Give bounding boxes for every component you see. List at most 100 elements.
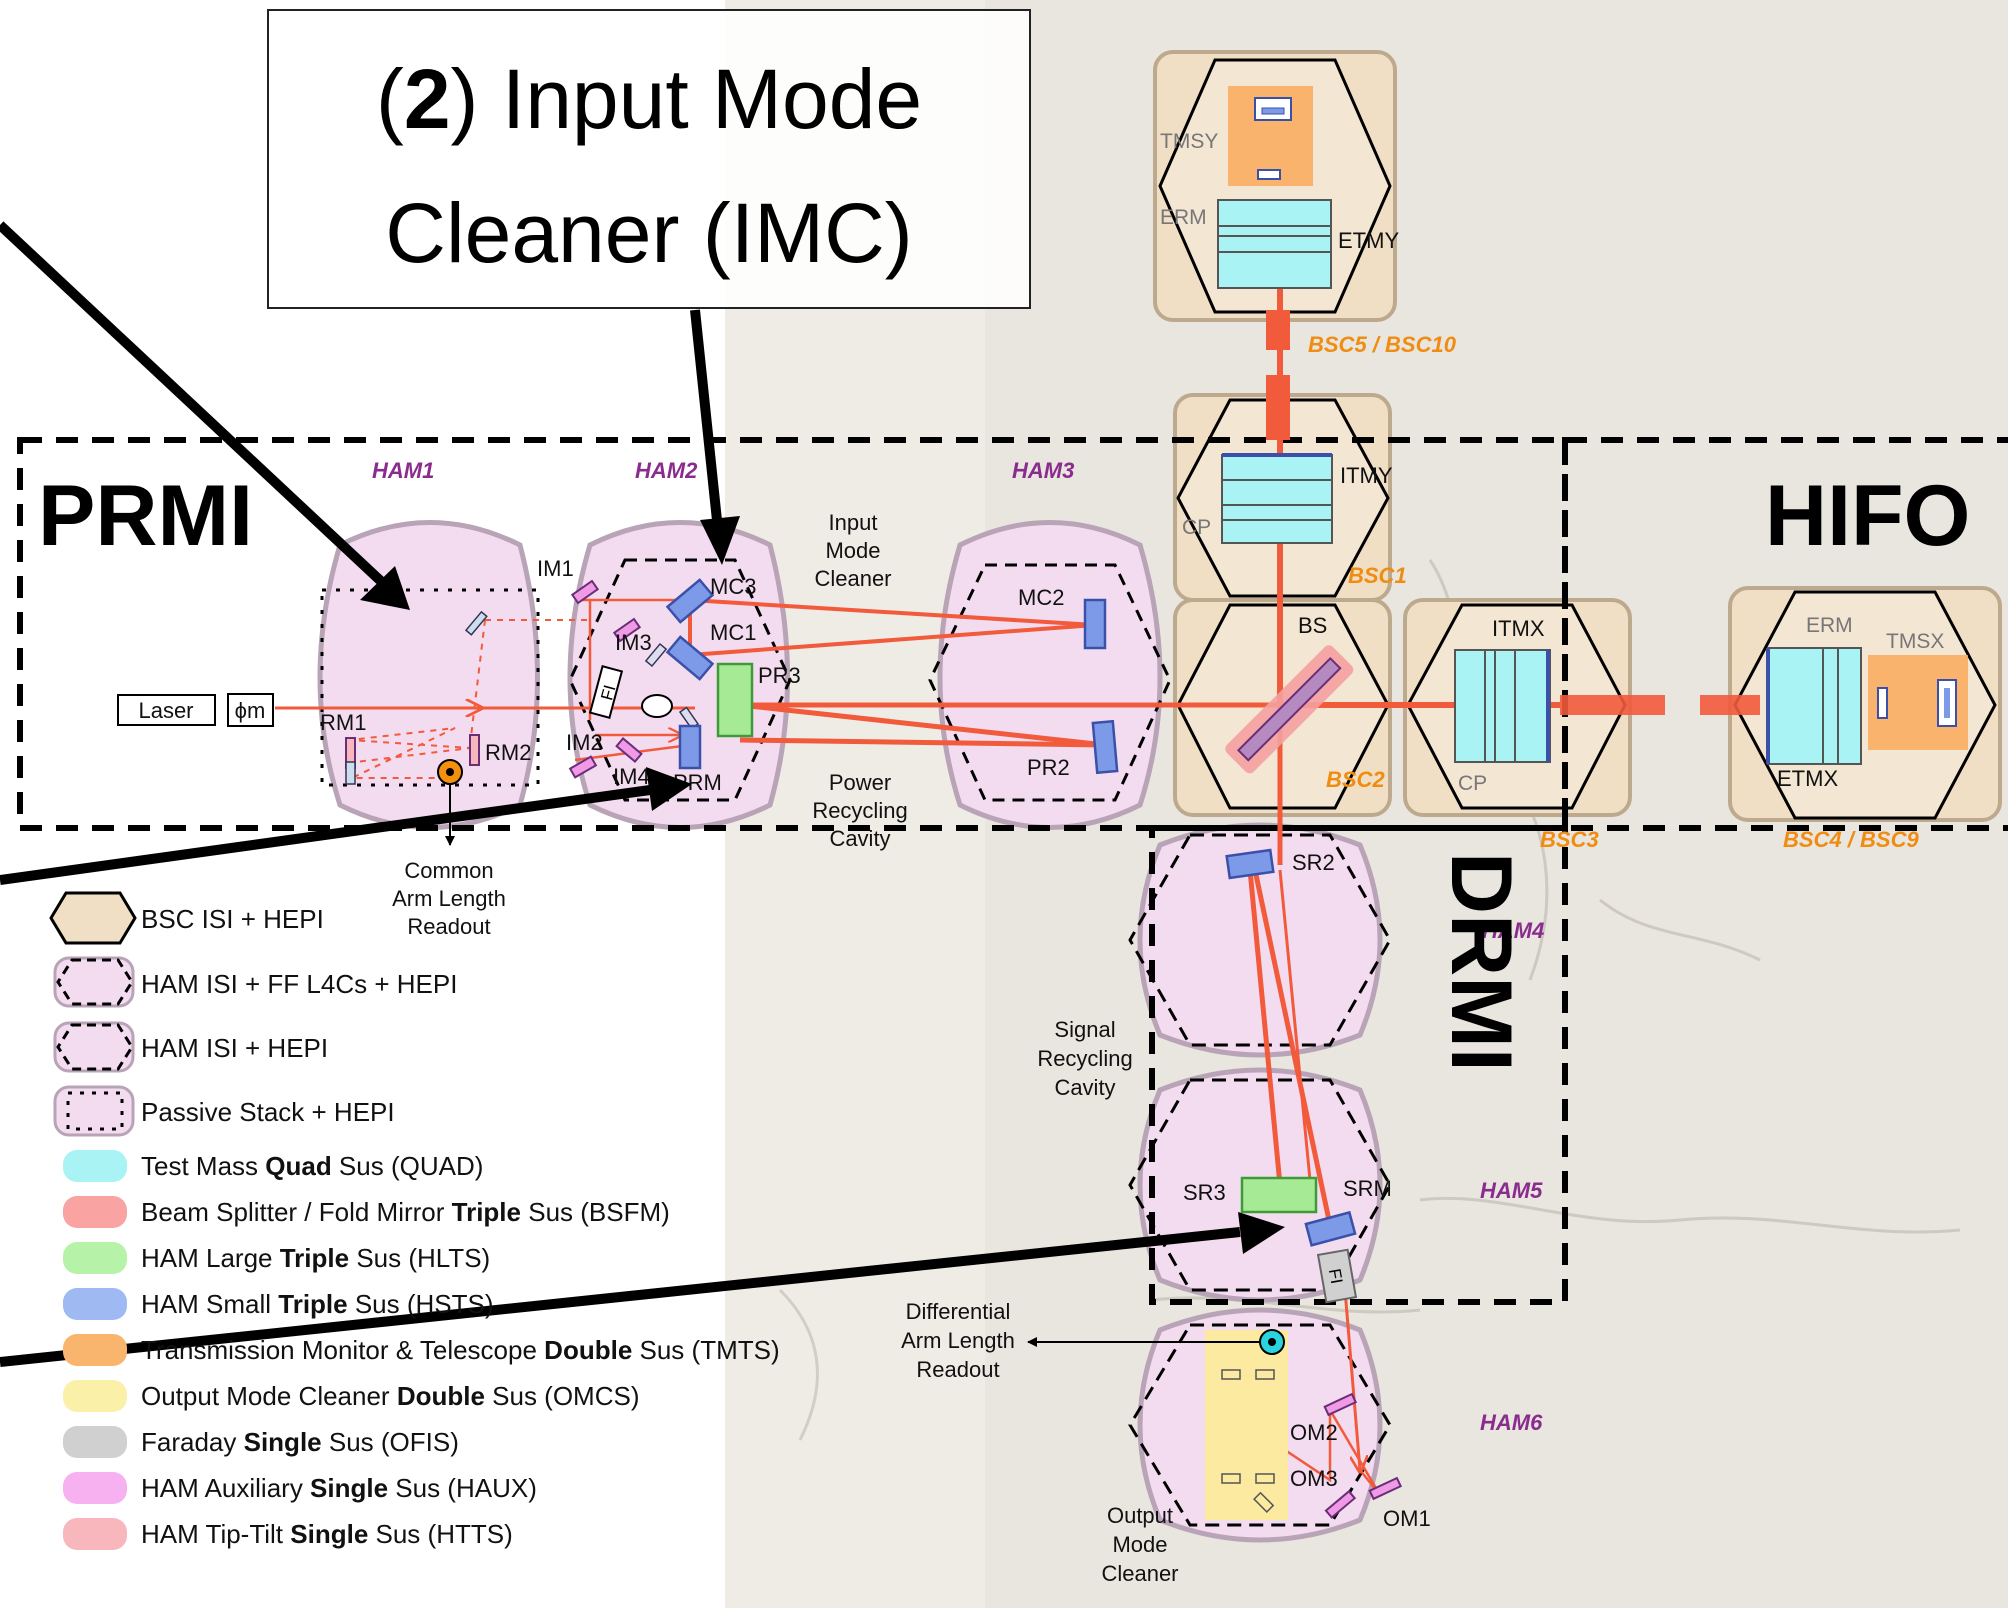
omc-bench [1205,1330,1288,1520]
omc-mirror-4 [1256,1474,1274,1483]
svg-text:Input: Input [829,510,878,535]
phase-modulator-label: ϕm [235,698,266,723]
prm-optic [680,726,700,768]
legend-platform-label: BSC ISI + HEPI [141,904,324,934]
svg-text:Arm Length: Arm Length [392,886,506,911]
tmsy-label: TMSY [1160,130,1218,153]
etmy-optic [1218,236,1331,288]
im4-label: IM4 [613,764,650,789]
cp-x-label: CP [1458,772,1487,795]
bsc4-bsc9-label: BSC4 / BSC9 [1783,827,1919,852]
svg-text:Cavity: Cavity [1054,1075,1115,1100]
mc1-label: MC1 [710,620,756,645]
itmx-label: ITMX [1492,616,1545,641]
legend-suspension-label: Test Mass Quad Sus (QUAD) [141,1151,483,1181]
bsc5-bsc10-label: BSC5 / BSC10 [1308,332,1457,357]
legend-suspension-label: HAM Tip-Tilt Single Sus (HTTS) [141,1519,513,1549]
legend: BSC ISI + HEPI HAM ISI + FF L4Cs + HEPI HA… [51,893,780,1550]
legend-suspension-label: Faraday Single Sus (OFIS) [141,1427,459,1457]
om3-label: OM3 [1290,1466,1338,1491]
svg-text:Common: Common [404,858,493,883]
mc2-label: MC2 [1018,585,1064,610]
mc2-optic [1085,600,1105,648]
srm-label: SRM [1343,1176,1392,1201]
legend-icon-passive [55,1087,133,1135]
svg-text:Recycling: Recycling [812,798,907,823]
legend-swatch [63,1196,127,1228]
legend-suspension-label: HAM Large Triple Sus (HLTS) [141,1243,490,1273]
differential-arm-annotation: Differential Arm Length Readout [901,1299,1015,1382]
prmi-label: PRMI [38,468,253,564]
sr3-optic [1242,1178,1316,1212]
drmi-label: DRMI [1433,852,1529,1072]
om1-label: OM1 [1383,1506,1431,1531]
laser-label: Laser [138,698,193,723]
svg-text:Cavity: Cavity [829,826,890,851]
legend-swatch [63,1426,127,1458]
im1-label: IM1 [537,556,574,581]
ham5-label: HAM5 [1480,1178,1543,1203]
im3-label: IM3 [615,630,652,655]
svg-text:Mode: Mode [1112,1532,1167,1557]
itmx-optic [1495,650,1550,762]
ham2-lens [642,695,672,717]
mc3-label: MC3 [710,574,756,599]
svg-text:Cleaner: Cleaner [814,566,891,591]
svg-text:Differential: Differential [906,1299,1011,1324]
omc-annotation: Output Mode Cleaner [1101,1503,1178,1586]
legend-suspension-label: Output Mode Cleaner Double Sus (OMCS) [141,1381,640,1411]
ham1-tip-tilt-2 [346,762,355,784]
legend-swatch [63,1242,127,1274]
etmx-label: ETMX [1777,766,1838,791]
legend-swatch [63,1334,127,1366]
bsc1-label: BSC1 [1348,563,1407,588]
etmy-label: ETMY [1338,228,1399,253]
pr2-optic [1093,721,1117,773]
ham6-label: HAM6 [1480,1410,1543,1435]
svg-text:Signal: Signal [1054,1017,1115,1042]
tmsx-secondary [1878,688,1887,718]
hifo-label: HIFO [1765,468,1970,564]
legend-swatch [63,1518,127,1550]
sr2-label: SR2 [1292,850,1335,875]
legend-icon-bsc [51,893,135,943]
legend-suspension-label: Beam Splitter / Fold Mirror Triple Sus (… [141,1197,670,1227]
omc-mirror-2 [1256,1370,1274,1379]
om2-label: OM2 [1290,1420,1338,1445]
svg-text:Arm Length: Arm Length [901,1328,1015,1353]
legend-swatch [63,1380,127,1412]
cp-y-label: CP [1182,516,1211,539]
svg-text:Power: Power [829,770,891,795]
legend-suspension-label: Transmission Monitor & Telescope Double … [141,1335,780,1365]
pr3-optic [718,664,752,736]
legend-swatch [63,1472,127,1504]
legend-icon-ham [55,1023,133,1071]
svg-text:Recycling: Recycling [1037,1046,1132,1071]
callout-title-line2: Cleaner (IMC) [385,186,912,280]
svg-text:Mode: Mode [825,538,880,563]
legend-swatch [63,1150,127,1182]
common-arm-annotation: Common Arm Length Readout [392,858,506,939]
legend-suspension-label: HAM Auxiliary Single Sus (HAUX) [141,1473,537,1503]
svg-text:Cleaner: Cleaner [1101,1561,1178,1586]
erm-x-optic [1823,648,1861,764]
pr3-label: PR3 [758,663,801,688]
cp-y-optic [1222,505,1332,543]
legend-platform-label: Passive Stack + HEPI [141,1097,395,1127]
tmsx-label: TMSX [1886,630,1944,653]
legend-suspension-label: HAM Small Triple Sus (HSTS) [141,1289,494,1319]
ham1-label: HAM1 [372,458,434,483]
cp-x-optic [1455,650,1495,762]
pr2-label: PR2 [1027,755,1070,780]
rm2-label: RM2 [485,740,531,765]
svg-text:Readout: Readout [407,914,490,939]
svg-text:Readout: Readout [916,1357,999,1382]
itmy-label: ITMY [1340,463,1393,488]
im2-label: IM2 [566,730,603,755]
rm2-optic [470,735,479,765]
legend-platform-label: HAM ISI + HEPI [141,1033,328,1063]
legend-platform-label: HAM ISI + FF L4Cs + HEPI [141,969,457,999]
sr3-label: SR3 [1183,1180,1226,1205]
